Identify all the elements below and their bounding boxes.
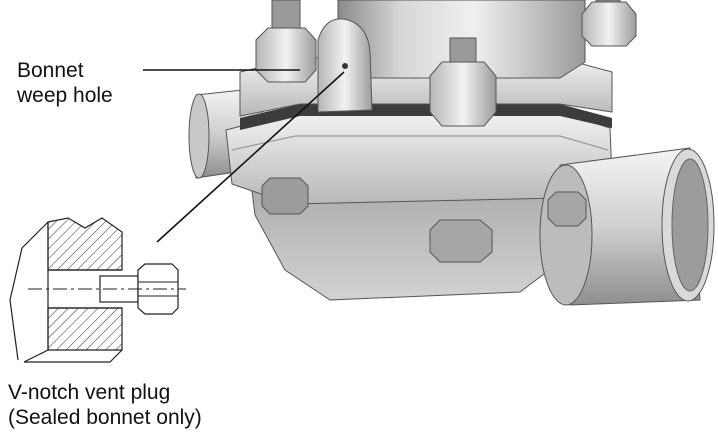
callout-bonnet-line1: Bonnet <box>17 59 84 82</box>
bolt-rear-left <box>255 0 317 83</box>
vent-plug-section <box>9 217 186 363</box>
section-lower-block <box>47 307 123 351</box>
section-upper-block <box>47 217 123 271</box>
leader-vent-plug <box>156 71 345 243</box>
bolt-lower-left <box>261 177 309 215</box>
callout-bonnet-line2: weep hole <box>17 84 113 107</box>
callout-vent-plug: V-notch vent plug (Sealed bonnet only) <box>8 380 202 430</box>
callout-vent-line1: V-notch vent plug <box>8 381 171 404</box>
bolt-front-center <box>429 37 497 127</box>
weep-hole <box>342 63 348 69</box>
callout-vent-line2: (Sealed bonnet only) <box>8 406 202 429</box>
outlet-pipe <box>539 147 715 306</box>
bolt-lower-right <box>547 191 587 227</box>
bolt-lower-center <box>429 219 493 263</box>
valve-assembly <box>188 0 715 306</box>
callout-bonnet-weep-hole: Bonnet weep hole <box>17 58 113 108</box>
bolt-rear-right <box>581 0 637 47</box>
